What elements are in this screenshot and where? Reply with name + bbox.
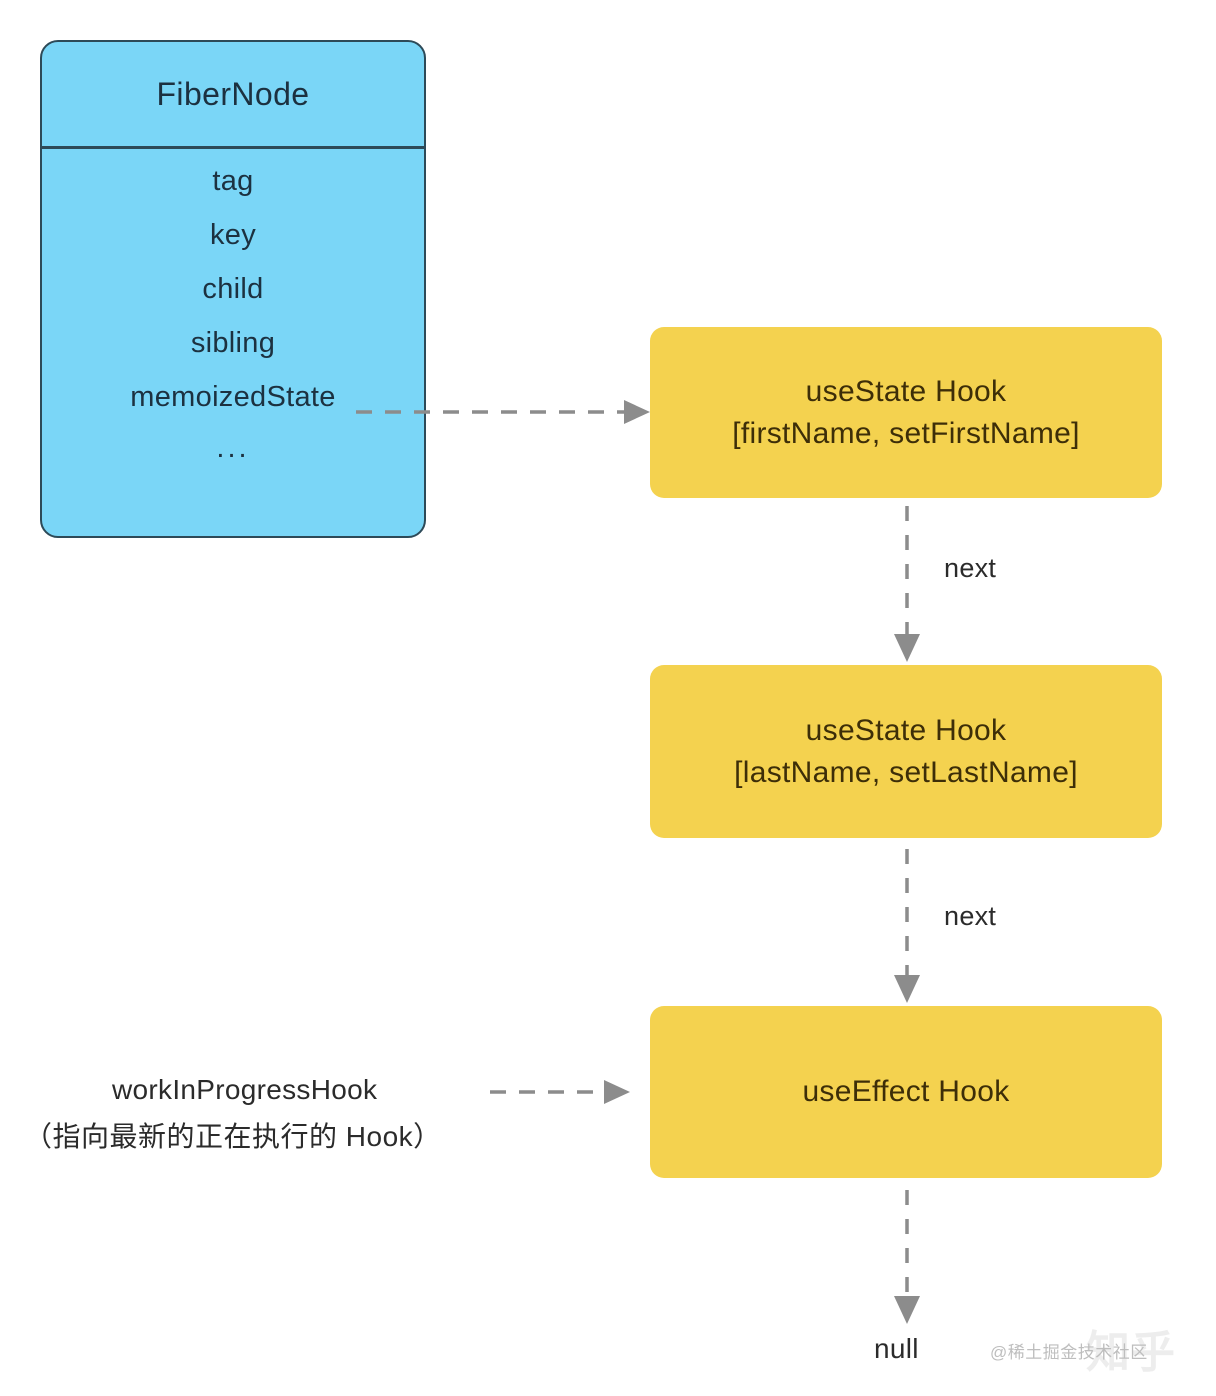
fiber-field-child: child — [202, 273, 264, 305]
connector-label-next-2: next — [944, 901, 997, 931]
workinprogresshook-label: workInProgressHook — [112, 1074, 378, 1105]
hook-card-useeffect: useEffect Hook — [650, 1006, 1162, 1178]
fiber-node-card: FiberNode tag key child sibling memoized… — [40, 40, 426, 538]
connector-hook3-to-null-arrow — [890, 1190, 924, 1330]
fiber-field-sibling: sibling — [190, 327, 276, 359]
source-watermark-text: @稀土掘金技术社区 — [990, 1343, 1148, 1362]
fiber-field-key: key — [209, 219, 257, 251]
fiber-node-title: FiberNode — [156, 76, 310, 112]
connector-label-next-1: next — [944, 553, 997, 583]
connector-memoizedstate-to-hook1-arrow — [356, 396, 656, 428]
null-terminal-label: null — [874, 1333, 919, 1364]
connector-wip-to-hook3-arrow — [490, 1076, 640, 1108]
hook-card-1-line1: useState Hook — [805, 374, 1007, 408]
hook-card-usestate-lastname: useState Hook [lastName, setLastName] — [650, 665, 1162, 838]
fiber-node-field-list: tag key child sibling memoizedState ... — [42, 154, 424, 472]
connector-hook1-to-hook2-arrow — [890, 506, 924, 666]
workinprogresshook-annotation: workInProgressHook （指向最新的正在执行的 Hook） — [16, 1068, 576, 1162]
workinprogresshook-description: （指向最新的正在执行的 Hook） — [24, 1121, 442, 1152]
hook-card-2-line2: [lastName, setLastName] — [734, 755, 1078, 789]
fiber-field-tag: tag — [212, 165, 254, 197]
hook-card-usestate-firstname: useState Hook [firstName, setFirstName] — [650, 327, 1162, 498]
fiber-field-ellipsis: ... — [216, 432, 250, 464]
fiber-field-memoizedstate: memoizedState — [130, 381, 336, 413]
hook-card-3-line1: useEffect Hook — [802, 1075, 1010, 1108]
hook-card-1-line2: [firstName, setFirstName] — [732, 416, 1080, 450]
zhihu-watermark-logo: 知乎 — [1086, 1328, 1176, 1377]
hook-card-2-line1: useState Hook — [805, 713, 1007, 747]
connector-hook2-to-hook3-arrow — [890, 849, 924, 1009]
fiber-node-divider — [42, 146, 424, 149]
